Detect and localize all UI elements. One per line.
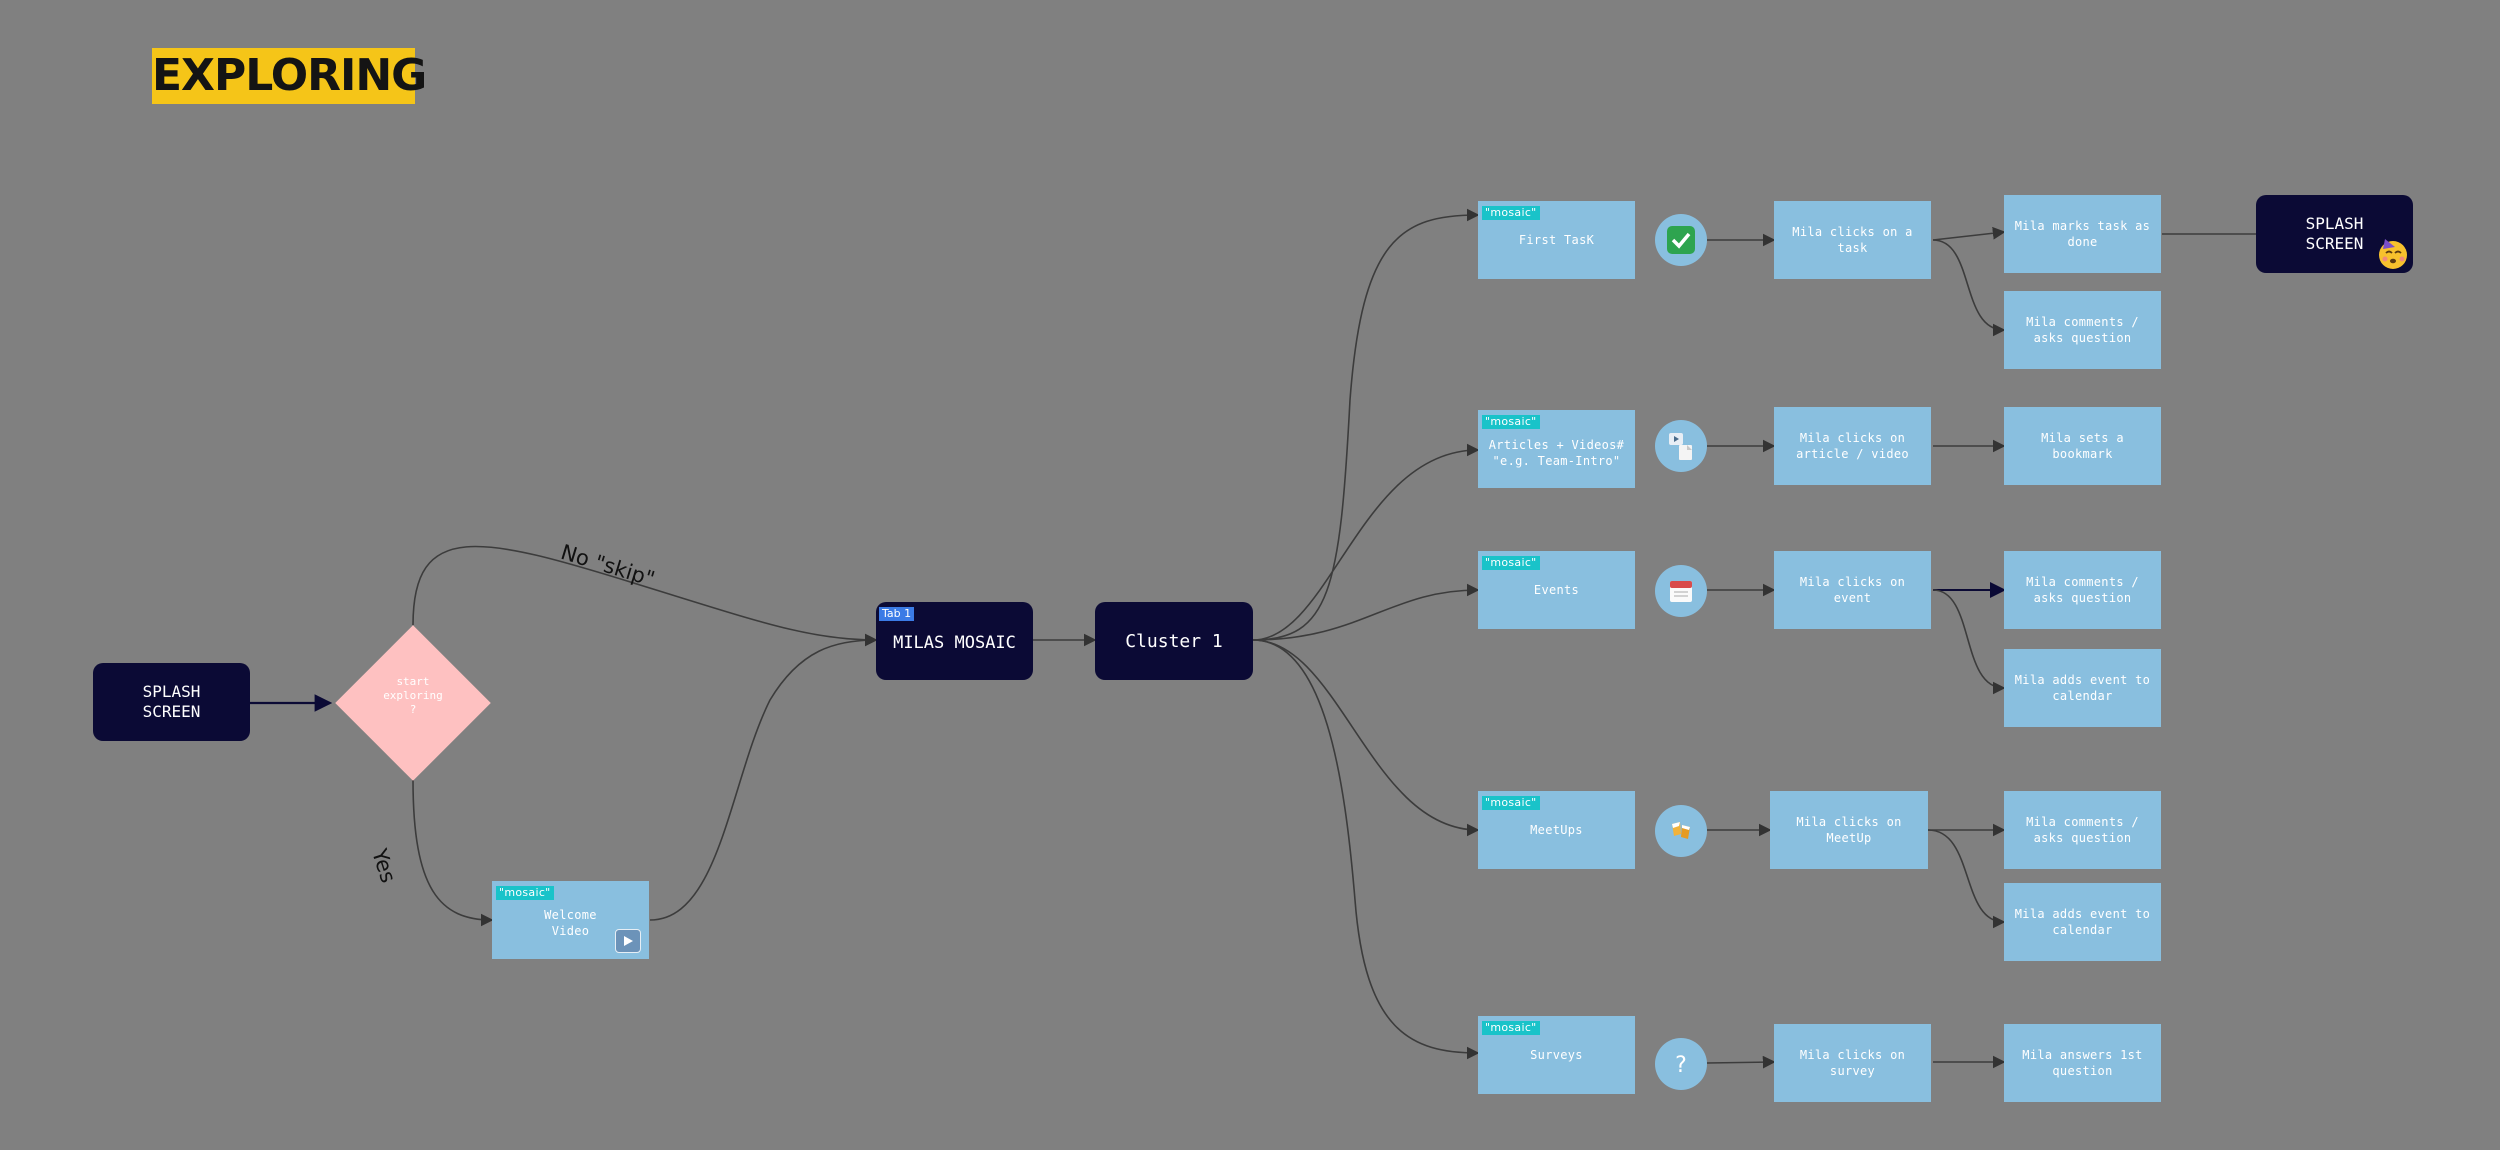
party-face-icon	[2379, 239, 2407, 269]
mosaic-tag: "mosaic"	[1482, 556, 1540, 570]
question-icon: ?	[1655, 1038, 1707, 1090]
end-splash-screen-node[interactable]: SPLASH SCREEN	[2256, 195, 2413, 273]
bookmark-label: Mila sets a bookmark	[2041, 431, 2124, 461]
start-splash-screen-node[interactable]: SPLASH SCREEN	[93, 663, 250, 741]
welcome-line-1: Welcome	[544, 908, 597, 922]
meetups-label: MeetUps	[1530, 823, 1583, 837]
calendar-icon	[1655, 565, 1707, 617]
end-splash-line-1: SPLASH	[2305, 214, 2364, 233]
meetups-node[interactable]: "mosaic" MeetUps	[1478, 791, 1635, 869]
decision-line-2: exploring	[383, 689, 443, 702]
task-click-node[interactable]: Mila clicks on a task	[1774, 201, 1931, 279]
first-task-label: First TasK	[1518, 233, 1595, 247]
event-comment-label: Mila comments / asks question	[2026, 575, 2139, 605]
cluster-label: Cluster 1	[1125, 630, 1223, 652]
task-click-label: Mila clicks on a task	[1792, 225, 1913, 255]
meetup-click-node[interactable]: Mila clicks on MeetUp	[1770, 791, 1928, 869]
tab-tag: Tab 1	[879, 607, 915, 621]
event-calendar-node[interactable]: Mila adds event to calendar	[2004, 649, 2161, 727]
mosaic-tag: "mosaic"	[496, 886, 554, 900]
milas-mosaic-label: MILAS MOSAIC	[893, 633, 1016, 653]
task-comment-node[interactable]: Mila comments / asks question	[2004, 291, 2161, 369]
milas-mosaic-node[interactable]: Tab 1 MILAS MOSAIC	[876, 602, 1033, 680]
splash-line-1: SPLASH	[142, 682, 201, 701]
event-click-label: Mila clicks on event	[1799, 575, 1906, 605]
page-title: EXPLORING	[152, 48, 427, 104]
surveys-node[interactable]: "mosaic" Surveys	[1478, 1016, 1635, 1094]
events-label: Events	[1533, 583, 1580, 597]
decision-node-label: start exploring ?	[360, 675, 466, 717]
survey-click-node[interactable]: Mila clicks on survey	[1774, 1024, 1931, 1102]
meetup-comment-label: Mila comments / asks question	[2026, 815, 2139, 845]
splash-line-2: SCREEN	[142, 702, 201, 721]
mosaic-tag: "mosaic"	[1482, 415, 1540, 429]
survey-answer-label: Mila answers 1st question	[2022, 1048, 2143, 1078]
event-click-node[interactable]: Mila clicks on event	[1774, 551, 1931, 629]
event-calendar-label: Mila adds event to calendar	[2014, 673, 2151, 703]
cheers-icon	[1655, 805, 1707, 857]
task-done-node[interactable]: Mila marks task as done	[2004, 195, 2161, 273]
task-done-label: Mila marks task as done	[2014, 219, 2151, 249]
meetup-click-label: Mila clicks on MeetUp	[1796, 815, 1902, 845]
survey-answer-node[interactable]: Mila answers 1st question	[2004, 1024, 2161, 1102]
cluster-node[interactable]: Cluster 1	[1095, 602, 1253, 680]
survey-click-label: Mila clicks on survey	[1799, 1048, 1906, 1078]
mosaic-tag: "mosaic"	[1482, 796, 1540, 810]
media-icon	[1655, 420, 1707, 472]
first-task-node[interactable]: "mosaic" First TasK	[1478, 201, 1635, 279]
mosaic-tag: "mosaic"	[1482, 206, 1540, 220]
welcome-video-node[interactable]: "mosaic" Welcome Video	[492, 881, 649, 959]
meetup-comment-node[interactable]: Mila comments / asks question	[2004, 791, 2161, 869]
bookmark-node[interactable]: Mila sets a bookmark	[2004, 407, 2161, 485]
mosaic-tag: "mosaic"	[1482, 1021, 1540, 1035]
meetup-calendar-node[interactable]: Mila adds event to calendar	[2004, 883, 2161, 961]
welcome-line-2: Video	[551, 924, 590, 938]
task-comment-label: Mila comments / asks question	[2026, 315, 2139, 345]
meetup-calendar-label: Mila adds event to calendar	[2014, 907, 2151, 937]
end-splash-line-2: SCREEN	[2305, 234, 2364, 253]
article-click-label: Mila clicks on article / video	[1796, 431, 1909, 461]
articles-node[interactable]: "mosaic" Articles + Videos# "e.g. Team-I…	[1478, 410, 1635, 488]
decision-line-3: ?	[409, 703, 417, 716]
play-icon[interactable]	[615, 929, 641, 953]
check-icon	[1655, 214, 1707, 266]
svg-text:?: ?	[1675, 1053, 1687, 1078]
decision-line-1: start	[396, 675, 430, 688]
event-comment-node[interactable]: Mila comments / asks question	[2004, 551, 2161, 629]
events-node[interactable]: "mosaic" Events	[1478, 551, 1635, 629]
article-click-node[interactable]: Mila clicks on article / video	[1774, 407, 1931, 485]
articles-label: Articles + Videos# "e.g. Team-Intro"	[1488, 438, 1625, 468]
surveys-label: Surveys	[1530, 1048, 1583, 1062]
